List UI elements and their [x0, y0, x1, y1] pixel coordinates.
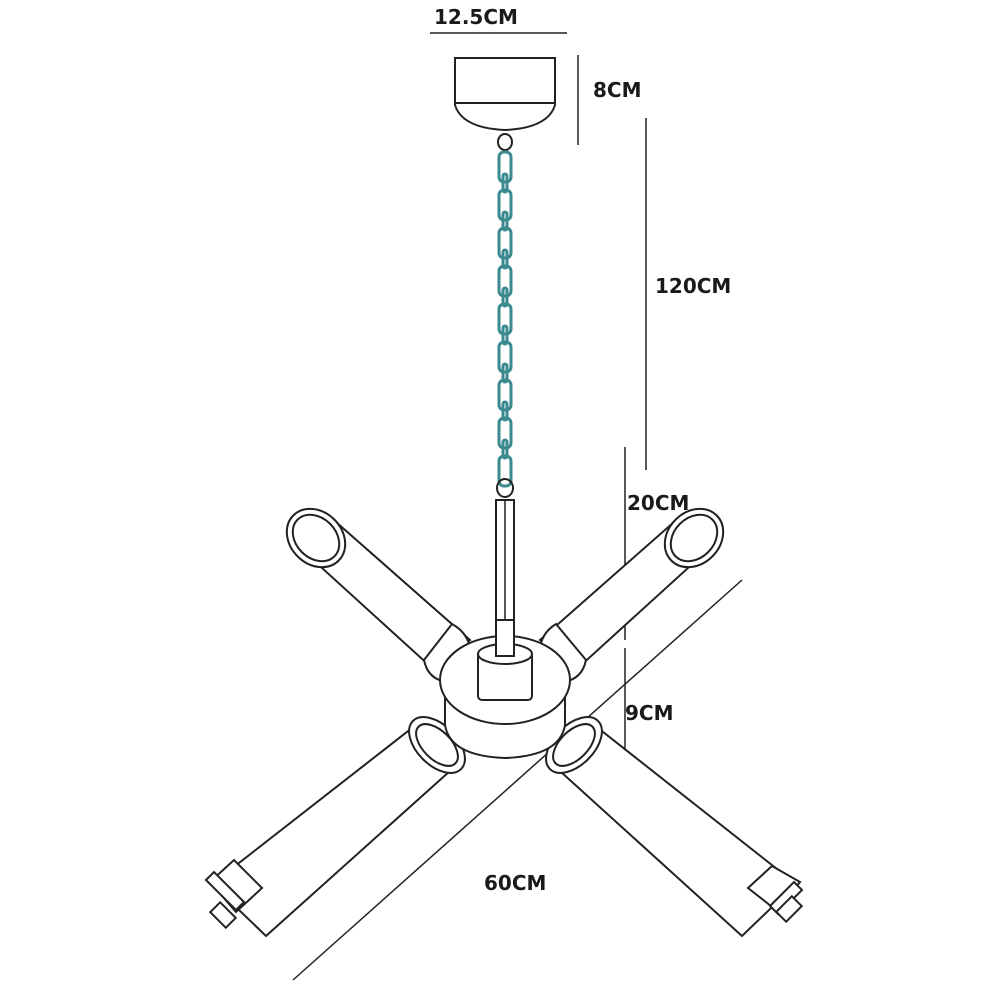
chain-length-label: 120CM: [655, 274, 731, 298]
canopy-width-label: 12.5CM: [434, 5, 518, 29]
chain-link: [497, 150, 513, 184]
arm-length-label: 20CM: [627, 491, 689, 515]
chain-link: [501, 324, 509, 346]
chain-link: [497, 340, 513, 374]
chain-link: [497, 226, 513, 260]
lower-left-arm: [204, 716, 466, 938]
body-height-label: 9CM: [625, 701, 674, 725]
chain-link: [497, 264, 513, 298]
chain-link: [501, 248, 509, 270]
chain-link: [501, 172, 509, 194]
ceiling-canopy: [454, 57, 556, 132]
chain-top-ring: [497, 133, 513, 151]
total-span-line: [292, 579, 743, 981]
chain-link: [501, 210, 509, 232]
canopy-height-label: 8CM: [593, 78, 642, 102]
chain-link: [497, 454, 513, 488]
chain-link: [497, 378, 513, 412]
chain-link: [501, 400, 509, 422]
chain-link: [501, 362, 509, 384]
central-body: [439, 619, 571, 760]
total-span-label: 60CM: [484, 871, 546, 895]
upper-right-arm: [538, 507, 725, 684]
chain-link: [501, 438, 509, 460]
hanging-chain: [496, 133, 514, 498]
lower-right-arm: [545, 716, 804, 938]
chain-link: [501, 286, 509, 308]
chain-link: [497, 416, 513, 450]
upper-left-arm: [285, 507, 472, 684]
chain-link: [497, 188, 513, 222]
chain-bottom-ring: [496, 478, 514, 498]
chain-link: [497, 302, 513, 336]
